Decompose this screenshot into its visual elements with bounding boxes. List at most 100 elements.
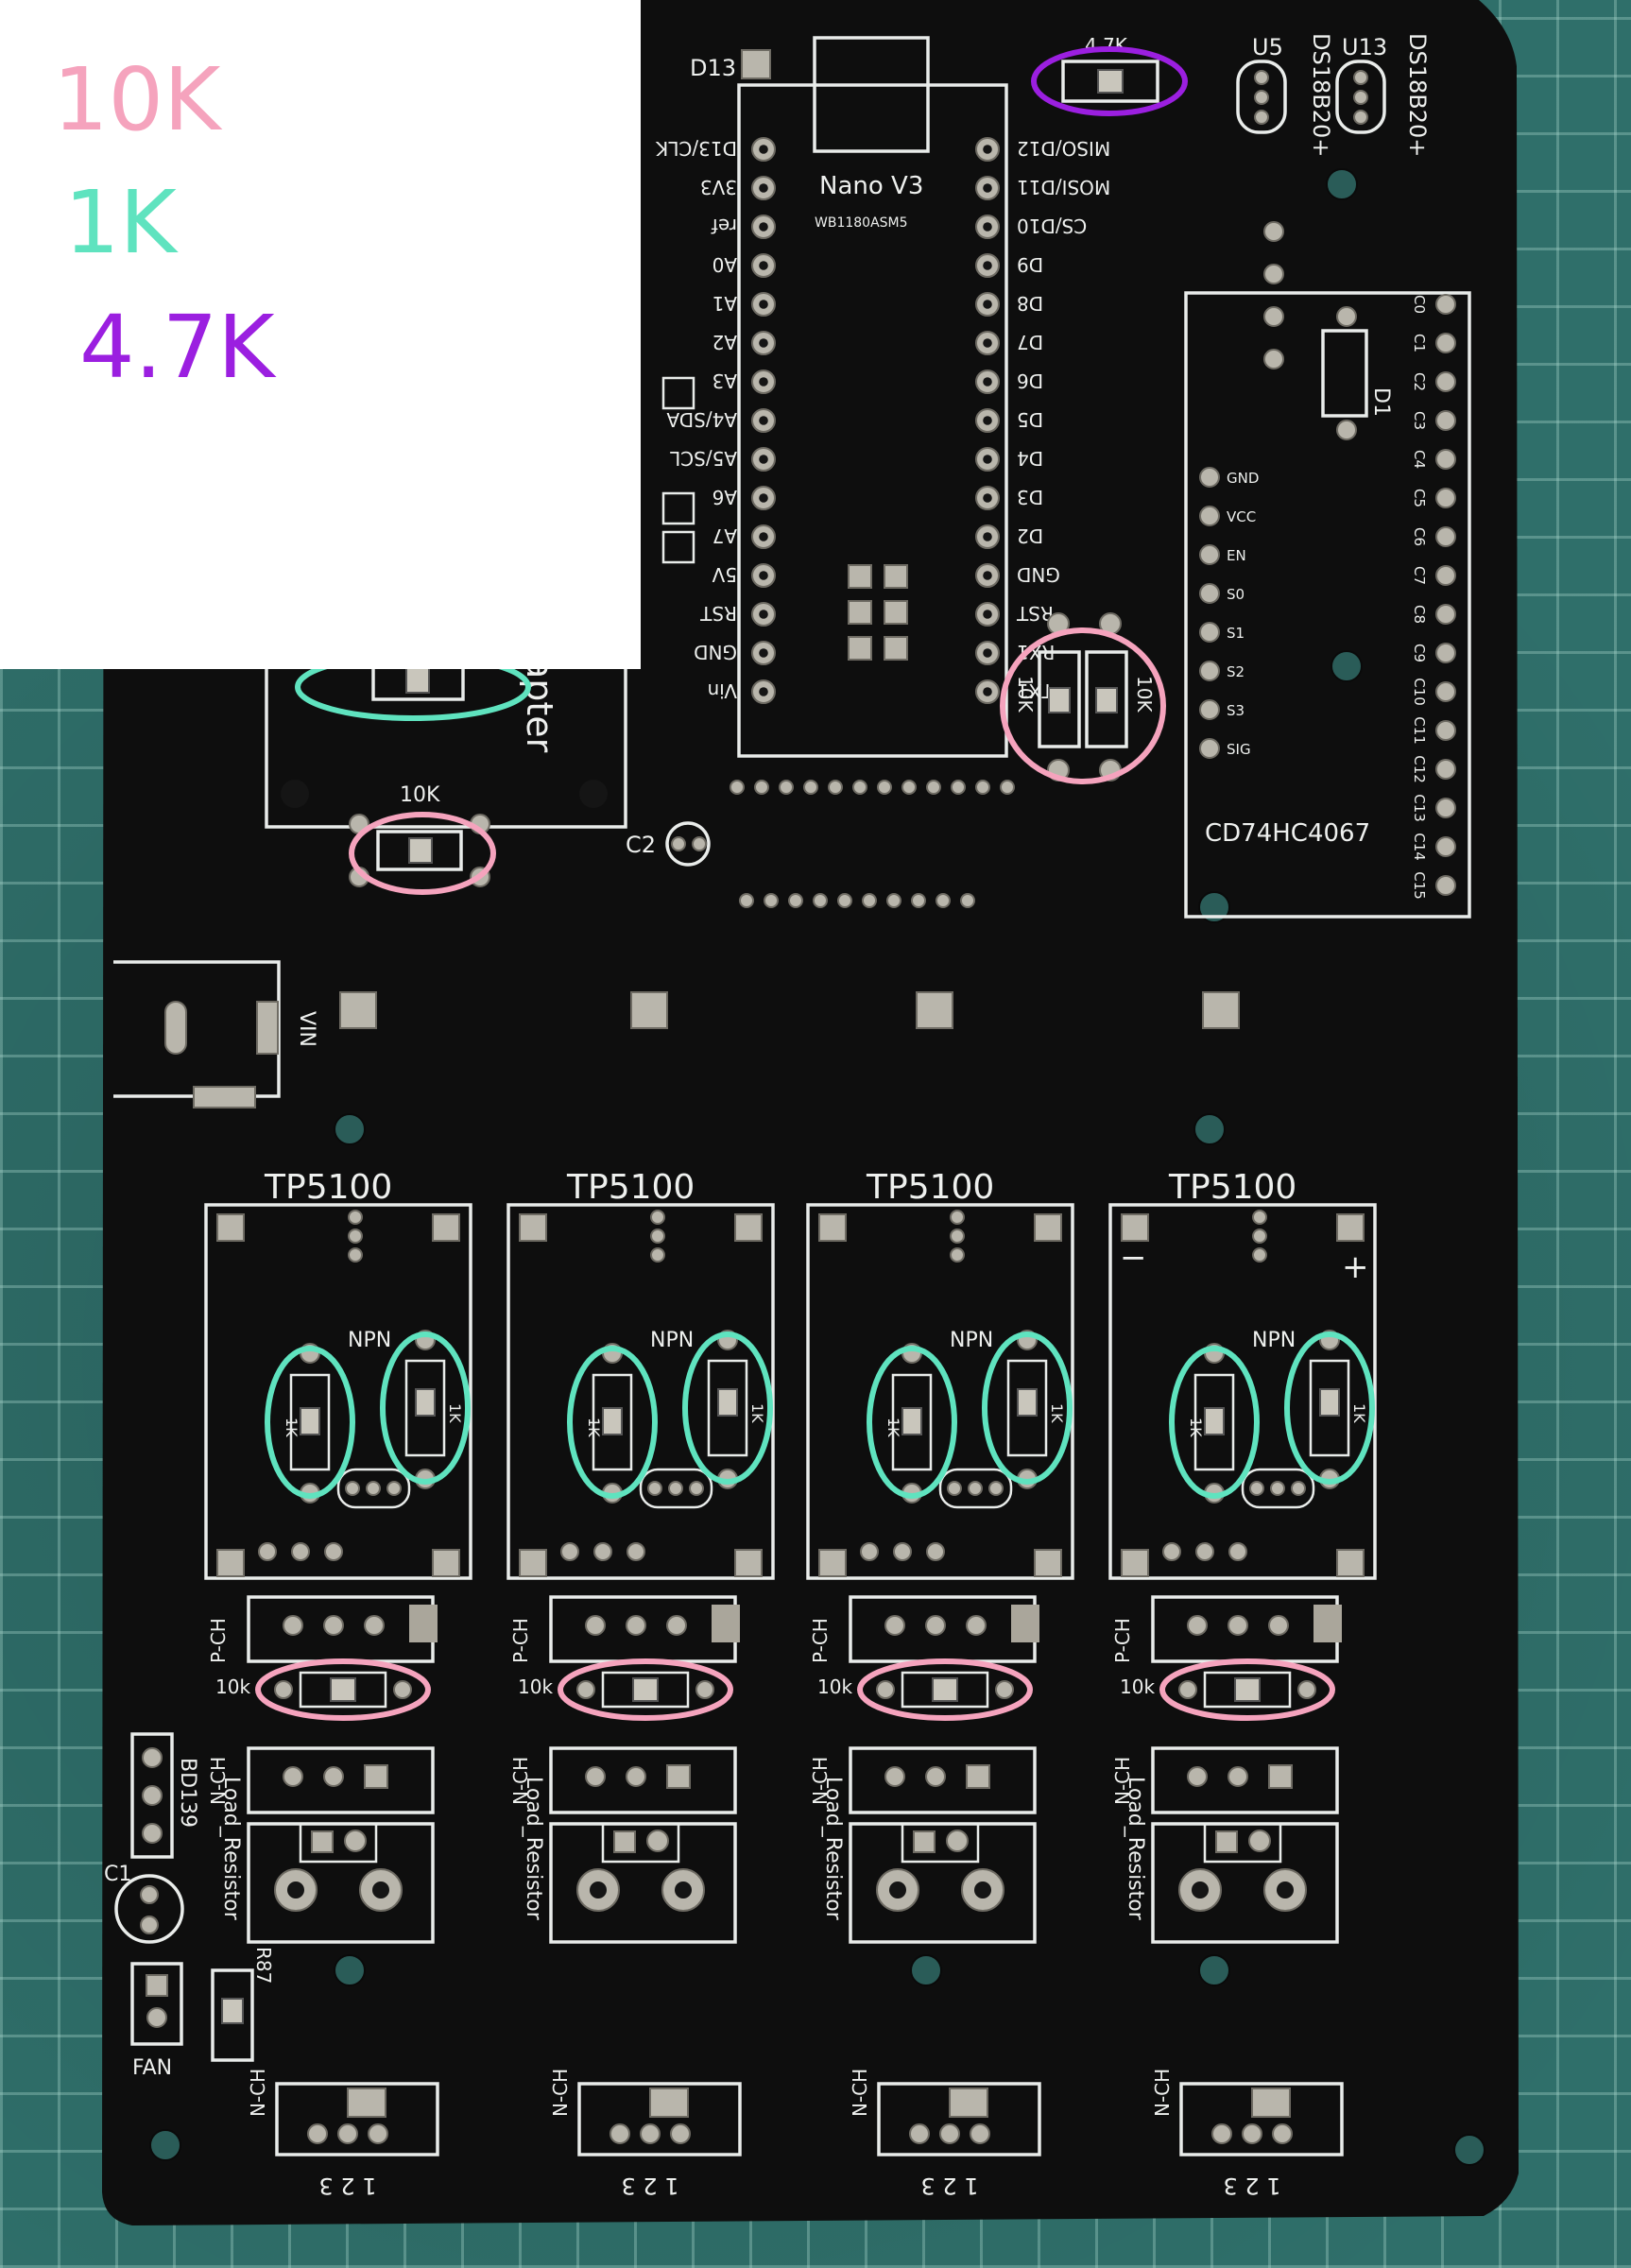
header-pin <box>1000 780 1015 795</box>
resistor-highlight-ring <box>255 1658 431 1721</box>
mux-pin <box>1435 526 1456 547</box>
nano-right-pin-label: MISO/D12 <box>1017 137 1110 160</box>
nch-bottom-label: N-CH <box>247 2069 269 2117</box>
mux-pin <box>1199 661 1220 681</box>
plus-label: + <box>1342 1248 1369 1286</box>
header-pin <box>779 780 794 795</box>
resistor-highlight-ring <box>682 1332 773 1485</box>
mux-pin <box>1435 681 1456 702</box>
mux-pin <box>1435 565 1456 586</box>
mux-pin <box>1199 738 1220 759</box>
tp5100-title: TP5100 <box>1168 1168 1296 1207</box>
svg-text:10K: 10K <box>1133 676 1156 713</box>
nano-bottom-header <box>730 780 1015 908</box>
nano-left-pin-label: GND <box>694 641 737 663</box>
nano-right-pin-label: D9 <box>1017 253 1043 276</box>
mux-pin <box>1435 643 1456 663</box>
r2-label: 1K <box>1350 1403 1368 1423</box>
svg-text:U5: U5 <box>1252 34 1283 60</box>
mux-footprint: CD74HC4067 D1 <box>1184 291 1471 919</box>
sensor-pin <box>1353 70 1368 85</box>
pch-label: P-CH <box>1111 1618 1134 1663</box>
tp5100-title: TP5100 <box>566 1168 695 1207</box>
nano-right-pin-label: D7 <box>1017 331 1043 353</box>
pin-numbers-label: 1 2 3 <box>318 2173 376 2199</box>
pin-numbers-label: 1 2 3 <box>1223 2173 1280 2199</box>
svg-text:D1: D1 <box>1369 387 1393 417</box>
resistor-highlight-ring <box>1000 627 1166 784</box>
vin-barrel-jack: VIN <box>113 960 318 1108</box>
r10k-label: 10k <box>215 1675 250 1698</box>
legend-4k7-label: 4.7K <box>79 297 275 398</box>
nano-right-pin-label: D6 <box>1017 369 1043 392</box>
ds18b20-pins <box>1254 70 1368 369</box>
header-pin <box>877 780 892 795</box>
mux-right-pin-label: C0 <box>1411 295 1428 314</box>
svg-text:D13: D13 <box>690 55 736 81</box>
nano-subtitle: WB1180ASM5 <box>815 215 908 231</box>
nano-right-pin-label: D2 <box>1017 524 1043 547</box>
nano-title: Nano V3 <box>819 172 923 200</box>
ds18b20-sensors: U5 U13 DS18B20+ DS18B20+ <box>1236 33 1431 157</box>
nch-label: N-CH <box>1111 1757 1134 1805</box>
r1-label: 1K <box>585 1418 603 1437</box>
npn-label: NPN <box>650 1329 694 1352</box>
nano-left-pin-label: A5/SCL <box>669 447 737 470</box>
r10k-label: 10k <box>518 1675 553 1698</box>
resistor-4k7-footprint: 4.7K <box>1061 34 1159 103</box>
icsp-pad <box>848 636 872 661</box>
mux-pin <box>1435 798 1456 818</box>
mux-pin <box>1199 583 1220 604</box>
nano-left-pin-label: ref <box>711 215 737 237</box>
mux-right-pin-label: C2 <box>1411 372 1428 391</box>
nano-left-pin-label: A7 <box>712 524 737 547</box>
resistor-highlight-ring <box>1169 1346 1260 1499</box>
mux-pin <box>1435 410 1456 431</box>
header-pin <box>926 780 941 795</box>
sensor-pin <box>1353 90 1368 105</box>
mux-left-pin-label: S2 <box>1227 663 1245 680</box>
nch-label: N-CH <box>509 1757 532 1805</box>
icsp-pad <box>884 564 908 589</box>
nano-left-pin-label: 3V3 <box>700 176 737 198</box>
header-pin <box>960 893 975 908</box>
icsp-pad <box>848 564 872 589</box>
mux-right-pin-label: C8 <box>1411 605 1428 624</box>
mux-left-pin-label: EN <box>1227 547 1246 564</box>
mux-pin <box>1435 836 1456 857</box>
nano-v3-footprint: Nano V3 WB1180ASM5 <box>737 36 1008 758</box>
icsp-pad <box>848 600 872 625</box>
tp5100-title: TP5100 <box>866 1168 994 1207</box>
mux-pin <box>1199 506 1220 526</box>
mux-left-pin-label: SIG <box>1227 741 1251 758</box>
nano-left-pin-label: A1 <box>712 292 737 315</box>
svg-text:R87: R87 <box>252 1947 275 1984</box>
nano-10k-resistors: 10K 10K <box>1014 612 1156 782</box>
mux-pin <box>1435 294 1456 315</box>
load-resistor-label: Load_Resistor <box>821 1777 845 1921</box>
svg-text:BD139: BD139 <box>176 1758 199 1828</box>
sensor-pin <box>1353 110 1368 125</box>
header-pin <box>1263 306 1284 327</box>
mux-right-pin-label: C9 <box>1411 644 1428 662</box>
svg-text:10K: 10K <box>400 783 440 807</box>
pch-label: P-CH <box>509 1618 532 1663</box>
mux-pin <box>1435 875 1456 896</box>
nano-right-pin-label: D8 <box>1017 292 1043 315</box>
header-pin <box>813 893 828 908</box>
r2-label: 1K <box>1048 1403 1066 1423</box>
mux-left-pin-label: S3 <box>1227 702 1245 719</box>
nano-left-pin-label: A2 <box>712 331 737 353</box>
resistor-highlight-ring <box>558 1658 733 1721</box>
npn-label: NPN <box>950 1329 993 1352</box>
mux-right-pin-label: C14 <box>1411 833 1428 861</box>
tp5100-title: TP5100 <box>264 1168 392 1207</box>
mux-pin <box>1435 604 1456 625</box>
nch-bottom-label: N-CH <box>849 2069 871 2117</box>
resistor-highlight-ring <box>857 1658 1033 1721</box>
resistor-highlight-ring <box>1284 1332 1375 1485</box>
header-pin <box>1263 264 1284 284</box>
mux-pin <box>1435 720 1456 741</box>
